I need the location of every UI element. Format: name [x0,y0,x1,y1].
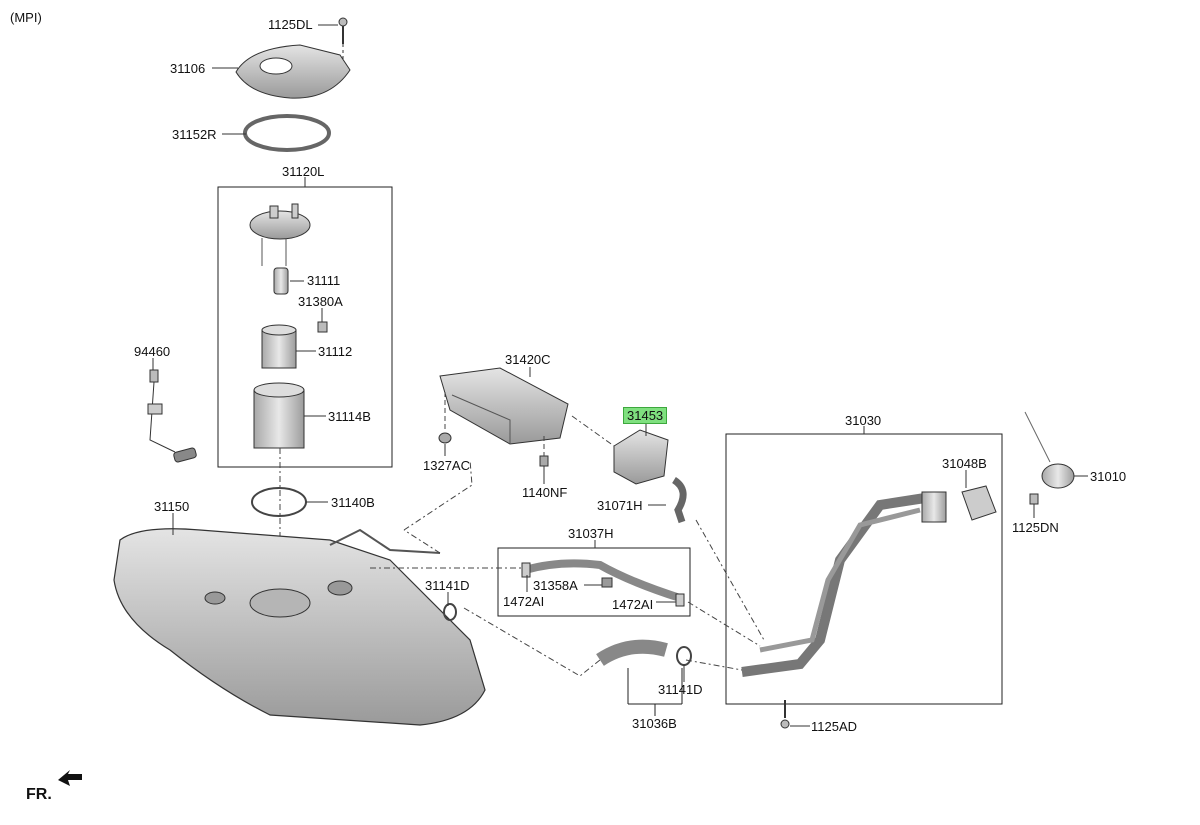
label-31140B[interactable]: 31140B [331,495,375,510]
label-94460[interactable]: 94460 [134,344,171,359]
label-31112[interactable]: 31112 [318,344,353,359]
clamp-31141D-right[interactable] [676,646,692,666]
cover-plate-31106[interactable] [235,44,351,99]
label-31036B[interactable]: 31036B [632,716,677,731]
label-31141D-left[interactable]: 31141D [425,578,470,593]
label-31120L[interactable]: 31120L [282,164,325,179]
bolt-1140NF[interactable] [539,455,549,467]
clip-31380A[interactable] [317,321,328,333]
label-31071H[interactable]: 31071H [597,498,643,513]
vapor-hose-31037H[interactable] [523,559,682,602]
label-1472AI-left[interactable]: 1472AI [503,594,545,609]
label-31010[interactable]: 31010 [1090,469,1127,484]
label-1140NF[interactable]: 1140NF [522,485,568,500]
bolt-1125DN[interactable] [1029,493,1039,505]
fuel-tank-31150[interactable] [113,528,486,726]
grommet-1327AC[interactable] [438,432,452,444]
sender-94460[interactable] [147,369,197,463]
label-31420C[interactable]: 31420C [505,352,551,367]
front-arrow-icon [58,770,82,786]
label-31358A[interactable]: 31358A [533,578,578,593]
connection-lines [370,415,765,677]
hose-31071H[interactable] [671,477,687,524]
clip-31358A[interactable] [601,577,613,588]
lock-ring-31152R[interactable] [243,114,331,152]
gasket-31048B[interactable] [961,485,997,521]
label-31152R[interactable]: 31152R [172,127,217,142]
label-31114B[interactable]: 31114B [328,409,371,424]
label-31453[interactable]: 31453 [623,407,668,424]
filter-31112[interactable] [261,324,297,369]
clamp-31141D-left[interactable] [443,603,457,621]
clamp-1472AI-left[interactable] [521,562,531,578]
canister-31420C[interactable] [439,367,569,445]
leader-lines [152,24,1088,727]
filler-hose-31036B[interactable] [596,639,668,666]
label-31111[interactable]: 31111 [307,273,341,288]
pump-flange[interactable] [249,203,311,266]
variant-note: (MPI) [10,10,42,25]
label-31150[interactable]: 31150 [154,499,190,514]
gasket-31140B[interactable] [251,487,307,517]
bolt-1125AD[interactable] [780,700,790,729]
label-31037H[interactable]: 31037H [568,526,614,541]
filler-neck-31030[interactable] [741,491,947,677]
label-1125DN[interactable]: 1125DN [1012,520,1059,535]
label-31030[interactable]: 31030 [845,413,882,428]
reservoir-31114B[interactable] [253,382,305,449]
front-direction-label: FR. [26,786,52,803]
label-1125AD[interactable]: 1125AD [811,719,858,734]
label-1472AI-right[interactable]: 1472AI [612,597,654,612]
label-1327AC[interactable]: 1327AC [423,458,470,473]
label-31106[interactable]: 31106 [170,61,206,76]
fuel-pump-31111[interactable] [273,267,289,295]
canister-filter-31453[interactable] [613,429,669,485]
label-31141D-right[interactable]: 31141D [658,682,703,697]
clamp-1472AI-right[interactable] [675,593,685,607]
fuel-cap-31010[interactable] [1024,411,1075,489]
label-31048B[interactable]: 31048B [942,456,987,471]
label-1125DL[interactable]: 1125DL [268,17,313,32]
label-31380A[interactable]: 31380A [298,294,343,309]
vapor-hose-box [497,547,691,617]
